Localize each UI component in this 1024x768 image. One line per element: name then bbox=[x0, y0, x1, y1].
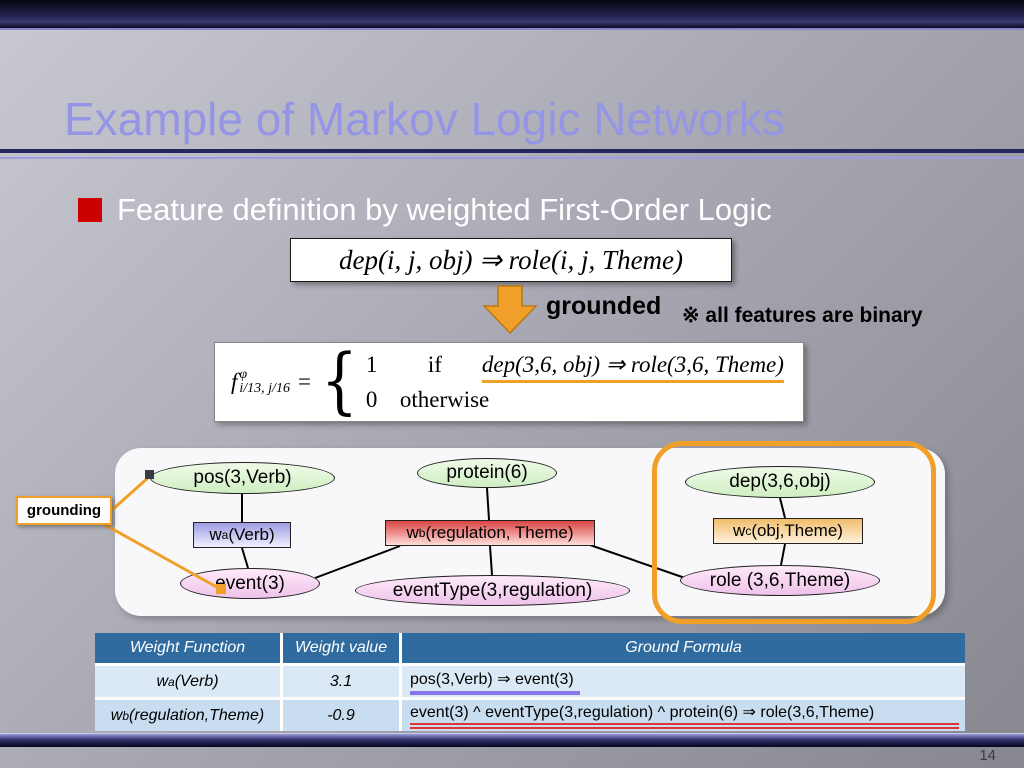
grounded-label: grounded bbox=[546, 292, 662, 320]
case-row-1: 1 if dep(3,6, obj) ⇒ role(3,6, Theme) bbox=[366, 352, 784, 383]
col-header-weight-function: Weight Function bbox=[95, 633, 280, 663]
diagram-edges bbox=[241, 487, 786, 579]
row1-ground-formula: pos(3,Verb) ⇒ event(3) bbox=[402, 666, 965, 697]
grounding-label: grounding bbox=[16, 496, 112, 525]
page-number: 14 bbox=[979, 747, 996, 764]
cases-brace: { bbox=[320, 337, 358, 423]
bullet-item: Feature definition by weighted First-Ord… bbox=[78, 192, 772, 228]
grounding-connectors bbox=[99, 470, 226, 594]
title-rule-dark bbox=[0, 149, 1024, 153]
feature-subscript: i/13, j/16 bbox=[239, 381, 290, 396]
bottom-decor-bar bbox=[0, 733, 1024, 747]
down-arrow-icon bbox=[482, 285, 538, 335]
col-header-weight-value: Weight value bbox=[283, 633, 399, 663]
bullet-text: Feature definition by weighted First-Ord… bbox=[117, 192, 772, 227]
equals-sign: = bbox=[297, 369, 311, 394]
node-dep: dep(3,6,obj) bbox=[685, 466, 875, 498]
grounded-group-highlight bbox=[652, 441, 936, 624]
feature-function-symbol: f φ i/13, j/16 bbox=[231, 367, 290, 396]
bullet-square-icon bbox=[78, 198, 102, 222]
rule-formula-text: dep(i, j, obj) ⇒ role(i, j, Theme) bbox=[338, 244, 684, 275]
title-rule-light bbox=[0, 157, 1024, 159]
node-pos: pos(3,Verb) bbox=[150, 462, 335, 494]
node-event: event(3) bbox=[180, 568, 320, 599]
row1-weight-value: 3.1 bbox=[283, 666, 399, 697]
node-eventtype: eventType(3,regulation) bbox=[355, 575, 630, 606]
grounded-expression: dep(3,6, obj) ⇒ role(3,6, Theme) bbox=[481, 352, 784, 383]
row2-ground-formula: event(3) ^ eventType(3,regulation) ^ pro… bbox=[402, 700, 965, 731]
page-title: Example of Markov Logic Networks bbox=[64, 93, 785, 145]
top-decor-bar bbox=[0, 0, 1024, 30]
case-row-2: 0 otherwise bbox=[365, 386, 490, 412]
grounding-marker-orange bbox=[216, 584, 226, 594]
weights-table: Weight Function Weight value Ground Form… bbox=[95, 633, 965, 731]
first-order-rule-box: dep(i, j, obj) ⇒ role(i, j, Theme) bbox=[290, 238, 732, 282]
feature-superscript: φ bbox=[239, 367, 248, 382]
binary-features-note: ※ all features are binary bbox=[682, 304, 923, 327]
col-header-ground-formula: Ground Formula bbox=[402, 633, 965, 663]
node-role: role (3,6,Theme) bbox=[680, 565, 880, 596]
row2-weight-value: -0.9 bbox=[283, 700, 399, 731]
cases-block: 1 if dep(3,6, obj) ⇒ role(3,6, Theme) 0 … bbox=[366, 352, 784, 413]
node-protein: protein(6) bbox=[417, 458, 557, 488]
grounding-marker-dark bbox=[145, 470, 154, 479]
grounded-feature-formula-box: f φ i/13, j/16 = { 1 if dep(3,6, obj) ⇒ … bbox=[214, 338, 804, 423]
